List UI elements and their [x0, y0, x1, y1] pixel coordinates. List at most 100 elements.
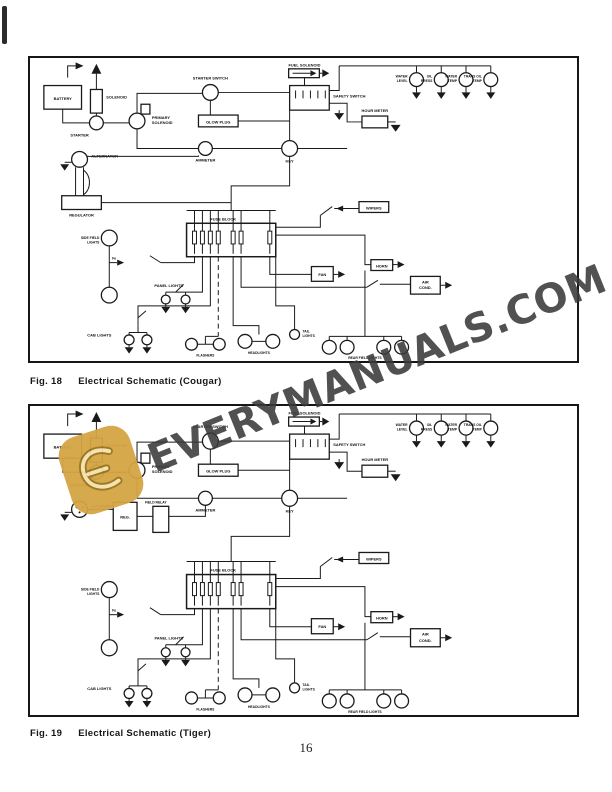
fuse-block-label: FUSE BLOCK — [210, 216, 236, 221]
hour-meter: HOUR METER — [361, 457, 401, 482]
safety-switch-label: SAFETY SWITCH — [333, 442, 365, 447]
panel-lights-label: PANEL LIGHTS — [154, 636, 183, 641]
headlights-label: HEADLIGHTS — [248, 705, 271, 709]
primary-solenoid: PRIMARY SOLENOID — [128, 103, 173, 130]
fan-label: FAN — [318, 272, 326, 277]
gauge-water-level-2: LEVEL — [397, 428, 408, 432]
glow-plug: GLOW PLUG — [197, 114, 239, 128]
glow-plug-label: GLOW PLUG — [206, 119, 230, 124]
rear-field-lights-label: REAR FIELD LIGHTS — [348, 356, 382, 360]
starter-switch-label: STARTER SWITCH — [193, 424, 228, 429]
reg-label: REG. — [120, 514, 130, 519]
glow-plug: GLOW PLUG — [197, 463, 239, 477]
starter-label: STARTER — [70, 133, 89, 138]
battery: BATTERY — [43, 84, 83, 110]
everymanuals-logo-icon — [53, 420, 149, 520]
key-switch: KEY — [281, 489, 299, 513]
wipers-label: WIPERS — [366, 556, 382, 561]
horn: HORN — [275, 234, 405, 272]
fuse-abbrev-label: Fu — [112, 609, 116, 613]
tail-lights-label-1: TAIL — [303, 683, 310, 687]
primary-solenoid-label-2: SOLENOID — [152, 469, 173, 474]
ammeter: AMMETER — [195, 140, 216, 162]
corner-arrow-icon — [67, 62, 84, 78]
corner-arrow-icon — [67, 410, 84, 427]
fig19-frame: BATTERY SOLENOID STARTER PRIMARY SOLENOI… — [28, 404, 579, 717]
alternator-label: ALTERNATOR — [91, 153, 118, 158]
horn-label: HORN — [376, 263, 388, 268]
gauge-trans-oil-temp-1: TRANS OIL — [464, 423, 482, 427]
wires-main — [62, 65, 492, 211]
fig19-number: Fig. 19 — [30, 728, 63, 739]
field-relay-label: FIELD RELAY — [145, 500, 167, 504]
safety-switch-label: SAFETY SWITCH — [333, 93, 365, 98]
reg-and-field-relay: REG. FIELD RELAY — [75, 500, 206, 534]
gauges: WATER LEVEL OIL PRESS WATER TEMP TRANS O… — [396, 72, 499, 99]
regulator: REGULATOR — [61, 155, 232, 217]
flashers: FLASHERS — [184, 608, 226, 711]
gauge-water-level-1: WATER — [396, 75, 408, 79]
fuel-solenoid-label: FUEL SOLENOID — [288, 62, 320, 67]
primary-solenoid-label-2: SOLENOID — [152, 120, 173, 125]
hour-meter: HOUR METER — [361, 108, 401, 132]
tail-lights-label-1: TAIL — [303, 329, 310, 333]
rear-field-lights-label: REAR FIELD LIGHTS — [348, 710, 382, 714]
glow-plug-label: GLOW PLUG — [206, 469, 230, 474]
fuel-solenoid: FUEL SOLENOID — [287, 62, 330, 79]
cab-lights-label: CAB LIGHTS — [87, 686, 111, 691]
gauge-trans-oil-temp-2: TEMP — [473, 428, 483, 432]
gauge-trans-oil-temp-1: TRANS OIL — [464, 75, 482, 79]
gauge-oil-press-2: PRESS — [421, 428, 433, 432]
gauge-water-temp-2: TEMP — [448, 428, 458, 432]
fig18-frame: BATTERY SOLENOID STARTER PRIMARY SOLENOI… — [28, 56, 579, 363]
fan-label: FAN — [318, 624, 326, 629]
flashers-label: FLASHERS — [196, 354, 215, 358]
horn-label: HORN — [376, 615, 388, 620]
air-cond-label-1: AIR — [422, 632, 429, 637]
fuse-abbrev-label: Fu — [112, 257, 116, 261]
battery-label: BATTERY — [54, 96, 73, 101]
hour-meter-label: HOUR METER — [362, 457, 389, 462]
fig18-schematic: BATTERY SOLENOID STARTER PRIMARY SOLENOI… — [43, 62, 499, 360]
gauge-water-level-1: WATER — [396, 423, 408, 427]
gauge-water-temp-1: WATER — [445, 75, 457, 79]
side-field-lights-label-1: SIDE FIELD — [81, 236, 100, 240]
key-switch: KEY — [281, 139, 299, 163]
wipers-label: WIPERS — [366, 205, 382, 210]
gauges: WATER LEVEL OIL PRESS WATER TEMP TRANS O… — [396, 420, 499, 448]
hour-meter-label: HOUR METER — [362, 108, 389, 113]
headlights: HEADLIGHTS — [232, 608, 281, 709]
rear-field-lights: REAR FIELD LIGHTS — [321, 270, 410, 360]
panel-lights: PANEL LIGHTS — [154, 256, 203, 314]
primary-solenoid-label-1: PRIMARY — [152, 115, 170, 120]
gauge-oil-press-1: OIL — [427, 75, 433, 79]
air-cond-label-1: AIR — [422, 279, 429, 284]
side-field-lights: SIDE FIELD LIGHTS Fu — [81, 229, 195, 304]
side-field-lights-label-2: LIGHTS — [87, 592, 100, 596]
flashers-label: FLASHERS — [196, 707, 215, 711]
headlights: HEADLIGHTS — [232, 256, 281, 355]
gauge-water-level-2: LEVEL — [397, 79, 408, 83]
side-field-lights-label-1: SIDE FIELD — [81, 588, 100, 592]
tail-lights: TAIL LIGHTS — [275, 608, 316, 694]
cab-lights: CAB LIGHTS — [87, 256, 211, 354]
logo-e-glyph — [78, 446, 123, 491]
safety-switch: SAFETY SWITCH — [288, 84, 366, 120]
air-cond-label-2: COND. — [419, 638, 432, 643]
tail-lights-label-2: LIGHTS — [303, 687, 316, 691]
air-conditioner: AIR COND. — [240, 608, 453, 648]
fig18-title: Electrical Schematic (Cougar) — [78, 376, 222, 387]
alternator: ALTERNATOR — [60, 150, 118, 171]
panel-lights: PANEL LIGHTS — [154, 608, 203, 667]
fuse-block: FUSE BLOCK — [185, 209, 277, 258]
fig18-schematic: BATTERY SOLENOID STARTER PRIMARY SOLENOI… — [43, 410, 499, 714]
cab-lights-label: CAB LIGHTS — [87, 332, 112, 337]
regulator-label: REGULATOR — [69, 212, 94, 217]
primary-solenoid-label-1: PRIMARY — [152, 464, 170, 469]
fuse-block: FUSE BLOCK — [185, 561, 277, 610]
rear-field-lights: REAR FIELD LIGHTS — [321, 622, 410, 714]
panel-lights-label: PANEL LIGHTS — [154, 283, 183, 288]
